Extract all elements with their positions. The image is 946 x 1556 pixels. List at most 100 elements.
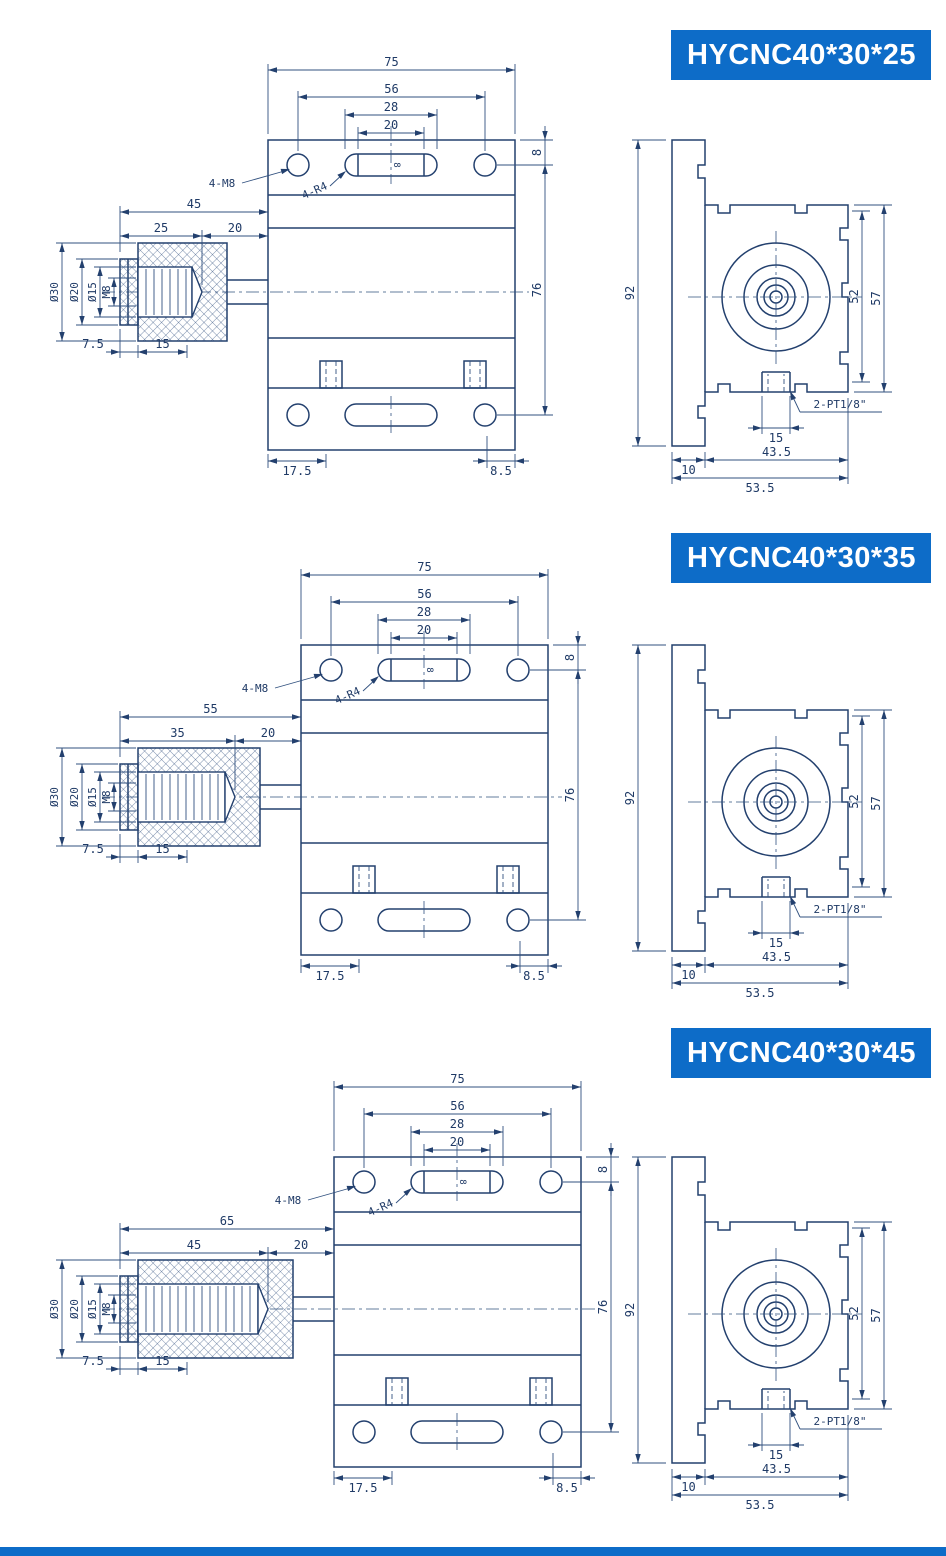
dim-label: 15 — [155, 842, 169, 856]
dim-label: 17.5 — [283, 464, 312, 478]
dim-label: 15 — [769, 936, 783, 950]
dim-label: 65 — [220, 1214, 234, 1228]
slot-width-label: 8 — [457, 1179, 467, 1184]
slot-callout: 4-R4 — [300, 179, 330, 202]
dim-label: 53.5 — [746, 1498, 775, 1512]
model-badge: HYCNC40*30*45 — [671, 1028, 931, 1078]
dim-label: 15 — [155, 1354, 169, 1368]
dim-label: 8 — [563, 654, 577, 661]
dim-label: 43.5 — [762, 1462, 791, 1476]
dim-label: 53.5 — [746, 481, 775, 495]
slot-callout: 4-R4 — [333, 684, 363, 707]
dim-label: M8 — [100, 790, 113, 803]
port-callout: 2-PT1/8" — [814, 903, 867, 916]
dim-label: 20 — [384, 118, 398, 132]
dim-label: 17.5 — [349, 1481, 378, 1495]
dim-label: 17.5 — [316, 969, 345, 983]
slot-width-label: 8 — [391, 162, 401, 167]
dim-label: 8.5 — [556, 1481, 578, 1495]
dim-label: 92 — [623, 791, 637, 805]
holes-callout: 4-M8 — [275, 1194, 302, 1207]
dim-label: 20 — [450, 1135, 464, 1149]
dim-label: 57 — [869, 1308, 883, 1322]
dim-label: 55 — [203, 702, 217, 716]
dim-label: 8.5 — [490, 464, 512, 478]
model-badge: HYCNC40*30*25 — [671, 30, 931, 80]
dim-label: 8 — [530, 149, 544, 156]
side-view: 92 52 57 15 2-PT1/8" 10 43.5 53.5 — [623, 644, 892, 1000]
dim-label: 76 — [596, 1300, 610, 1314]
dim-label: Ø30 — [48, 1299, 61, 1319]
slot-callout: 4-R4 — [366, 1196, 396, 1219]
model-badge: HYCNC40*30*35 — [671, 533, 931, 583]
dim-label: 25 — [154, 221, 168, 235]
dim-label: 92 — [623, 1303, 637, 1317]
dim-label: Ø20 — [68, 1299, 81, 1319]
dim-label: 20 — [294, 1238, 308, 1252]
dim-label: 53.5 — [746, 986, 775, 1000]
dim-label: 75 — [384, 55, 398, 69]
dim-label: 57 — [869, 796, 883, 810]
dim-label: 28 — [417, 605, 431, 619]
dim-label: 28 — [450, 1117, 464, 1131]
dim-label: 10 — [681, 463, 695, 477]
dim-label: M8 — [100, 1302, 113, 1315]
dim-label: 7.5 — [82, 842, 104, 856]
dim-label: 56 — [384, 82, 398, 96]
dim-label: 76 — [530, 283, 544, 297]
dim-label: 7.5 — [82, 337, 104, 351]
port-callout: 2-PT1/8" — [814, 398, 867, 411]
dim-label: 76 — [563, 788, 577, 802]
dim-label: 20 — [417, 623, 431, 637]
dim-label: Ø15 — [86, 282, 99, 302]
dim-label: 15 — [769, 1448, 783, 1462]
dim-label: 7.5 — [82, 1354, 104, 1368]
dim-label: 10 — [681, 968, 695, 982]
slot-width-label: 8 — [424, 667, 434, 672]
dim-label: 52 — [847, 794, 861, 808]
dim-label: 57 — [869, 291, 883, 305]
dim-label: 20 — [261, 726, 275, 740]
dim-label: 45 — [187, 1238, 201, 1252]
dim-label: 75 — [417, 560, 431, 574]
dim-label: 45 — [187, 197, 201, 211]
dim-label: 35 — [170, 726, 184, 740]
dim-label: 56 — [450, 1099, 464, 1113]
dim-label: Ø20 — [68, 787, 81, 807]
dim-label: Ø30 — [48, 282, 61, 302]
dim-label: Ø20 — [68, 282, 81, 302]
footer-banner-cropped — [0, 1547, 946, 1556]
dim-label: 52 — [847, 1306, 861, 1320]
dim-label: 28 — [384, 100, 398, 114]
dim-label: Ø15 — [86, 787, 99, 807]
dim-label: 8 — [596, 1166, 610, 1173]
dim-label: M8 — [100, 285, 113, 298]
dim-label: Ø30 — [48, 787, 61, 807]
dim-label: 43.5 — [762, 950, 791, 964]
dim-label: 10 — [681, 1480, 695, 1494]
port-callout: 2-PT1/8" — [814, 1415, 867, 1428]
dim-label: 52 — [847, 289, 861, 303]
dim-label: 75 — [450, 1072, 464, 1086]
dim-label: Ø15 — [86, 1299, 99, 1319]
holes-callout: 4-M8 — [242, 682, 269, 695]
holes-callout: 4-M8 — [209, 177, 236, 190]
dim-label: 56 — [417, 587, 431, 601]
dim-label: 8.5 — [523, 969, 545, 983]
dim-label: 43.5 — [762, 445, 791, 459]
dim-label: 15 — [769, 431, 783, 445]
side-view: 92 52 57 15 2-PT1/8" 10 43.5 53.5 — [623, 1156, 892, 1512]
dim-label: 15 — [155, 337, 169, 351]
